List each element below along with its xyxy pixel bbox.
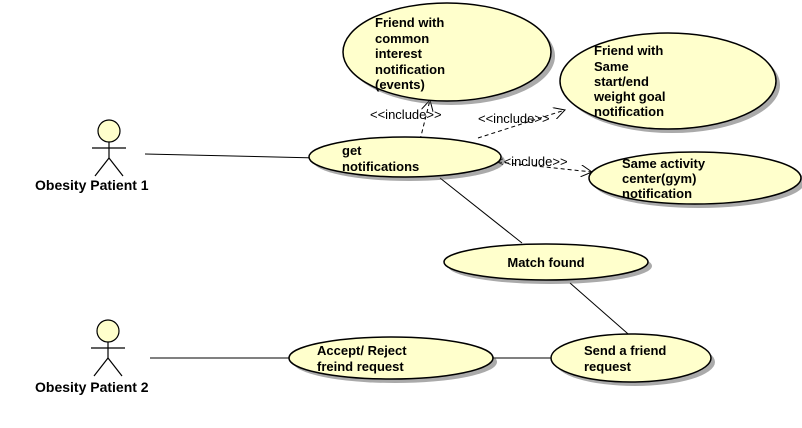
use-case-get-notifications: get notifications bbox=[308, 136, 505, 181]
use-case-line: notifications bbox=[342, 159, 419, 174]
include-label-2: <<include>> bbox=[478, 111, 550, 126]
use-case-line: notification bbox=[375, 62, 445, 77]
use-case-line: Match found bbox=[507, 255, 584, 270]
use-case-accept-reject: Accept/ Reject freind request bbox=[288, 336, 497, 383]
use-case-line: Same bbox=[594, 59, 629, 74]
stick-figure-icon bbox=[91, 319, 125, 377]
use-case-line: Friend with bbox=[594, 43, 663, 58]
use-case-line: Accept/ Reject bbox=[317, 343, 407, 358]
use-case-same-goal: Friend with Same start/end weight goal n… bbox=[559, 32, 780, 133]
use-case-line: get bbox=[342, 143, 362, 158]
use-case-line: freind request bbox=[317, 359, 404, 374]
association-match-found-send-request bbox=[569, 282, 636, 341]
use-case-send-request: Send a friend request bbox=[550, 333, 715, 386]
use-case-line: center(gym) bbox=[622, 171, 696, 186]
include-label-3: <<include>> bbox=[496, 154, 568, 169]
use-case-line: (events) bbox=[375, 77, 425, 92]
use-case-common-interest: Friend with common interest notification… bbox=[342, 2, 555, 105]
use-case-line: request bbox=[584, 359, 632, 374]
use-case-line: start/end bbox=[594, 74, 649, 89]
actor-label: Obesity Patient 2 bbox=[35, 379, 149, 395]
use-case-line: Send a friend bbox=[584, 343, 666, 358]
include-label-1: <<include>> bbox=[370, 107, 442, 122]
include-arrow-same-goal bbox=[477, 110, 565, 139]
use-case-line: Same activity bbox=[622, 156, 706, 171]
use-case-line: interest bbox=[375, 46, 423, 61]
stick-figure-icon bbox=[92, 119, 126, 177]
use-case-same-gym: Same activity center(gym) notification bbox=[588, 151, 802, 208]
actor-obesity-patient-2: Obesity Patient 2 bbox=[35, 319, 149, 395]
actor-obesity-patient-1: Obesity Patient 1 bbox=[35, 119, 149, 193]
association-get-notifications-match-found bbox=[439, 177, 523, 244]
use-case-line: notification bbox=[622, 186, 692, 201]
association-patient1-get-notifications bbox=[144, 153, 319, 159]
use-case-line: Friend with bbox=[375, 15, 444, 30]
include-arrow-same-gym bbox=[497, 161, 592, 172]
use-case-match-found: Match found bbox=[443, 243, 652, 284]
actor-label: Obesity Patient 1 bbox=[35, 177, 149, 193]
use-case-line: weight goal bbox=[593, 89, 666, 104]
use-case-line: common bbox=[375, 31, 429, 46]
use-case-line: notification bbox=[594, 104, 664, 119]
